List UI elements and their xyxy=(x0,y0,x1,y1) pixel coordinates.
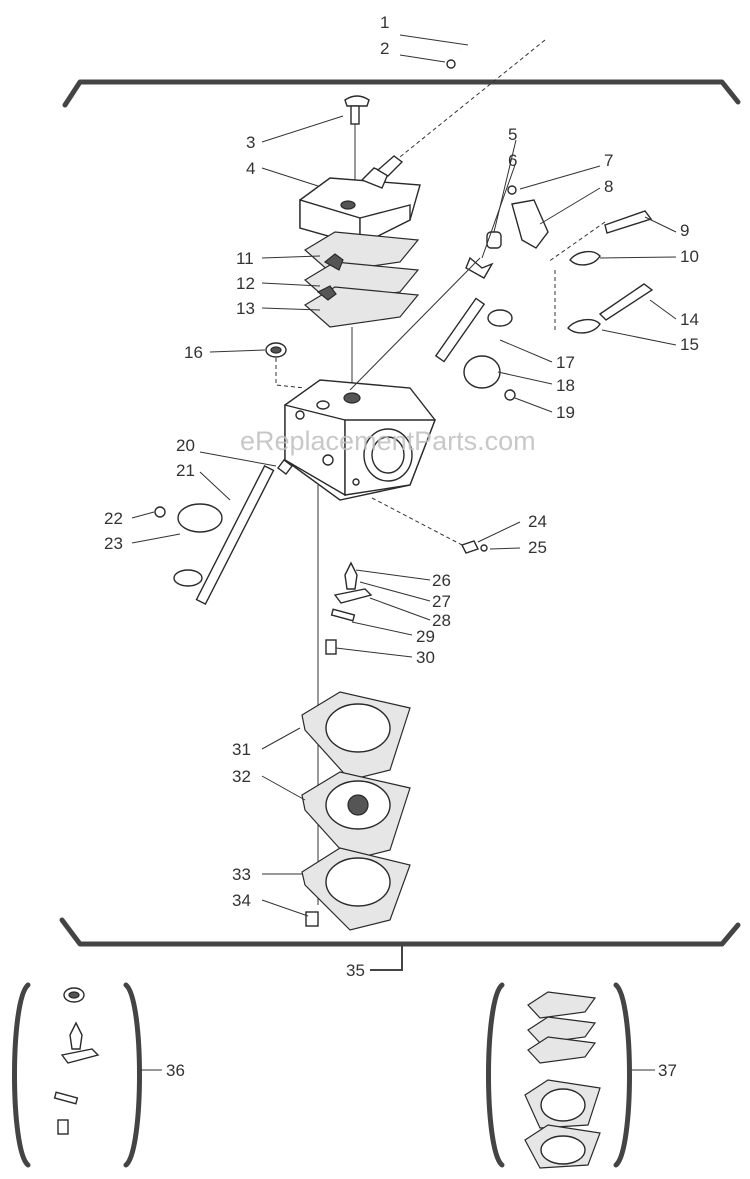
kit-36 xyxy=(12,982,162,1168)
callout-14: 14 xyxy=(680,310,699,329)
callout-25: 25 xyxy=(528,538,547,557)
callout-13: 13 xyxy=(236,299,255,318)
callout-18: 18 xyxy=(556,376,575,395)
callout-10: 10 xyxy=(680,247,699,266)
callout-8: 8 xyxy=(604,177,613,196)
callout-22: 22 xyxy=(104,509,123,528)
callout-17: 17 xyxy=(556,353,575,372)
carburetor-body xyxy=(284,379,437,501)
choke-parts xyxy=(154,459,293,606)
callout-23: 23 xyxy=(104,534,123,553)
callout-33: 33 xyxy=(232,865,251,884)
callout-12: 12 xyxy=(236,274,255,293)
callout-35: 35 xyxy=(346,961,365,980)
pump-gaskets xyxy=(303,231,420,390)
callout-16: 16 xyxy=(184,343,203,362)
callout-29: 29 xyxy=(416,627,435,646)
callout-15: 15 xyxy=(680,335,699,354)
callout-34: 34 xyxy=(232,891,251,910)
callout-28: 28 xyxy=(432,611,451,630)
callout-4: 4 xyxy=(246,159,255,178)
callout-5: 5 xyxy=(508,125,517,144)
callout-37: 37 xyxy=(658,1061,677,1080)
assembly-bracket-35 xyxy=(59,79,741,971)
callout-1: 1 xyxy=(380,13,389,32)
callout-2: 2 xyxy=(380,39,389,58)
pump-cover xyxy=(299,95,421,247)
callout-24: 24 xyxy=(528,512,547,531)
callout-labels: 1 2 3 4 5 6 7 8 9 10 11 12 13 14 15 16 1… xyxy=(104,13,699,1080)
metering-gaskets xyxy=(301,691,411,931)
fuel-hose xyxy=(389,11,555,166)
throttle-parts xyxy=(349,185,654,401)
callout-19: 19 xyxy=(556,403,575,422)
callout-36: 36 xyxy=(166,1061,185,1080)
callout-31: 31 xyxy=(232,740,251,759)
callout-3: 3 xyxy=(246,133,255,152)
callout-20: 20 xyxy=(176,436,195,455)
callout-26: 26 xyxy=(432,571,451,590)
callout-11: 11 xyxy=(236,249,254,268)
callout-27: 27 xyxy=(432,592,451,611)
callout-32: 32 xyxy=(232,767,251,786)
callout-6: 6 xyxy=(508,151,517,170)
leader-lines xyxy=(131,34,677,917)
callout-9: 9 xyxy=(680,221,689,240)
callout-30: 30 xyxy=(416,648,435,667)
kit-37 xyxy=(486,982,655,1169)
watermark: eReplacementParts.com xyxy=(240,426,536,456)
callout-21: 21 xyxy=(176,461,195,480)
callout-7: 7 xyxy=(604,151,613,170)
limiter-cap-16 xyxy=(265,342,306,389)
metering-parts xyxy=(317,485,488,905)
